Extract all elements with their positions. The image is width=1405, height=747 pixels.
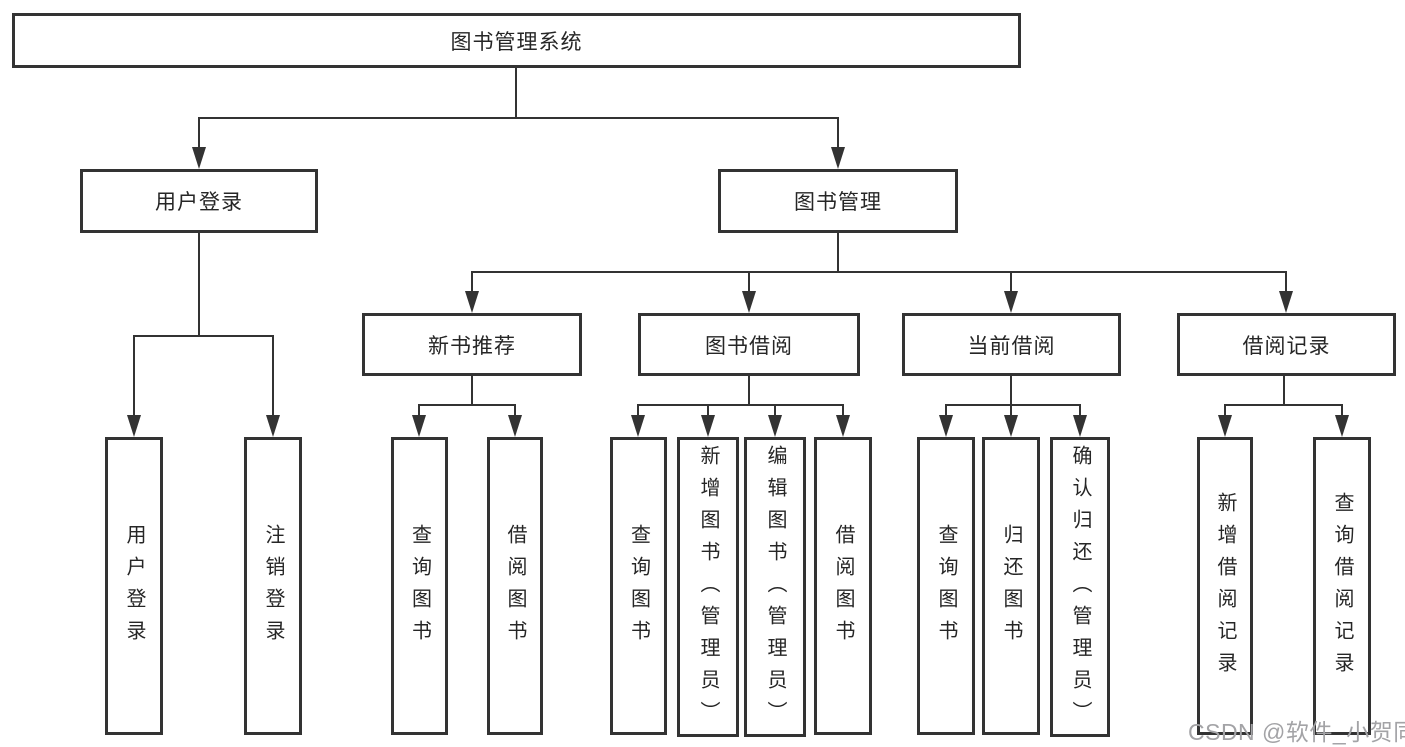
connector-drop-new-book bbox=[471, 271, 473, 293]
connector-drop bbox=[842, 404, 844, 417]
node-label: 归还图书 bbox=[1000, 524, 1022, 652]
connector-drop-book-borrowing bbox=[748, 271, 750, 293]
csdn-watermark: CSDN @软件_小贺同学 bbox=[1188, 719, 1405, 745]
arrow-down-icon bbox=[1335, 415, 1349, 437]
connector-drop-book-management bbox=[837, 117, 839, 149]
leaf-cb-return-book: 归还图书 bbox=[982, 437, 1040, 735]
leaf-cb-confirm-return-admin: 确认归还（管理员） bbox=[1050, 437, 1110, 737]
node-label: 图书借阅 bbox=[705, 334, 793, 358]
arrow-down-icon bbox=[742, 291, 756, 313]
arrow-down-icon bbox=[939, 415, 953, 437]
arrow-down-icon bbox=[1073, 415, 1087, 437]
node-label: 借阅记录 bbox=[1242, 334, 1331, 358]
leaf-user-login: 用户登录 bbox=[105, 437, 163, 735]
node-borrowing-records: 借阅记录 bbox=[1177, 313, 1396, 376]
node-label: 查询图书 bbox=[935, 524, 957, 652]
leaf-bb-add-book-admin: 新增图书（管理员） bbox=[677, 437, 739, 737]
arrow-down-icon bbox=[701, 415, 715, 437]
connector-new-book-branch bbox=[418, 404, 516, 406]
node-label: 新增借阅记录 bbox=[1214, 492, 1236, 684]
connector-borrowing-records-stub bbox=[1283, 376, 1285, 405]
arrow-down-icon bbox=[465, 291, 479, 313]
arrow-down-icon bbox=[1279, 291, 1293, 313]
node-label: 编辑图书（管理员） bbox=[764, 445, 786, 733]
connector-user-login-branch bbox=[133, 335, 274, 337]
connector-current-borrowing-stub bbox=[1010, 376, 1012, 405]
connector-drop bbox=[514, 404, 516, 417]
leaf-nr-borrow-book: 借阅图书 bbox=[487, 437, 543, 735]
leaf-logout: 注销登录 bbox=[244, 437, 302, 735]
arrow-down-icon bbox=[127, 415, 141, 437]
arrow-down-icon bbox=[631, 415, 645, 437]
arrow-down-icon bbox=[831, 147, 845, 169]
connector-root-stub bbox=[515, 68, 517, 118]
node-label: 借阅图书 bbox=[832, 524, 854, 652]
node-label: 新书推荐 bbox=[428, 334, 516, 358]
connector-book-borrowing-stub bbox=[748, 376, 750, 405]
connector-drop-borrowing-records bbox=[1285, 271, 1287, 293]
leaf-bb-query-book: 查询图书 bbox=[610, 437, 667, 735]
arrow-down-icon bbox=[192, 147, 206, 169]
arrow-down-icon bbox=[508, 415, 522, 437]
node-label: 借阅图书 bbox=[504, 524, 526, 652]
node-new-book-recommend: 新书推荐 bbox=[362, 313, 582, 376]
arrow-down-icon bbox=[412, 415, 426, 437]
connector-drop bbox=[774, 404, 776, 417]
connector-drop-current-borrowing bbox=[1010, 271, 1012, 293]
arrow-down-icon bbox=[1004, 291, 1018, 313]
connector-drop-user-login bbox=[198, 117, 200, 149]
arrow-down-icon bbox=[768, 415, 782, 437]
node-label: 注销登录 bbox=[262, 524, 284, 652]
leaf-bb-edit-book-admin: 编辑图书（管理员） bbox=[744, 437, 806, 737]
connector-drop bbox=[1079, 404, 1081, 417]
connector-new-book-stub bbox=[471, 376, 473, 405]
node-current-borrowing: 当前借阅 bbox=[902, 313, 1121, 376]
node-label: 查询借阅记录 bbox=[1331, 492, 1353, 684]
connector-book-borrowing-branch bbox=[637, 404, 844, 406]
node-label: 查询图书 bbox=[627, 524, 650, 652]
arrow-down-icon bbox=[1004, 415, 1018, 437]
node-label: 图书管理 bbox=[794, 191, 882, 214]
node-label: 图书管理系统 bbox=[450, 30, 583, 54]
node-book-management: 图书管理 bbox=[718, 169, 958, 233]
connector-drop bbox=[637, 404, 639, 417]
connector-drop bbox=[1010, 404, 1012, 417]
leaf-bb-borrow-book: 借阅图书 bbox=[814, 437, 872, 735]
arrow-down-icon bbox=[836, 415, 850, 437]
node-label: 用户登录 bbox=[155, 191, 243, 214]
connector-user-login-stub bbox=[198, 233, 200, 337]
connector-drop bbox=[418, 404, 420, 417]
connector-root-branch bbox=[198, 117, 839, 119]
arrow-down-icon bbox=[266, 415, 280, 437]
node-book-borrowing: 图书借阅 bbox=[638, 313, 860, 376]
connector-current-borrowing-branch bbox=[945, 404, 1081, 406]
connector-drop bbox=[1224, 404, 1226, 417]
connector-drop-leaf-logout bbox=[272, 335, 274, 417]
leaf-br-add-record: 新增借阅记录 bbox=[1197, 437, 1253, 735]
node-label: 新增图书（管理员） bbox=[697, 445, 719, 733]
connector-borrowing-records-branch bbox=[1224, 404, 1342, 406]
node-library-management-system: 图书管理系统 bbox=[12, 13, 1021, 68]
leaf-nr-query-book: 查询图书 bbox=[391, 437, 448, 735]
connector-drop bbox=[1341, 404, 1343, 417]
leaf-br-query-record: 查询借阅记录 bbox=[1313, 437, 1371, 735]
node-label: 查询图书 bbox=[408, 524, 431, 652]
node-user-login: 用户登录 bbox=[80, 169, 318, 233]
leaf-cb-query-book: 查询图书 bbox=[917, 437, 975, 735]
node-label: 用户登录 bbox=[123, 524, 145, 652]
connector-book-mgmt-branch bbox=[471, 271, 1287, 273]
connector-drop bbox=[945, 404, 947, 417]
node-label: 当前借阅 bbox=[967, 334, 1056, 358]
node-label: 确认归还（管理员） bbox=[1069, 445, 1091, 733]
connector-drop bbox=[707, 404, 709, 417]
arrow-down-icon bbox=[1218, 415, 1232, 437]
connector-book-mgmt-stub bbox=[837, 233, 839, 273]
connector-drop-leaf-user-login bbox=[133, 335, 135, 417]
